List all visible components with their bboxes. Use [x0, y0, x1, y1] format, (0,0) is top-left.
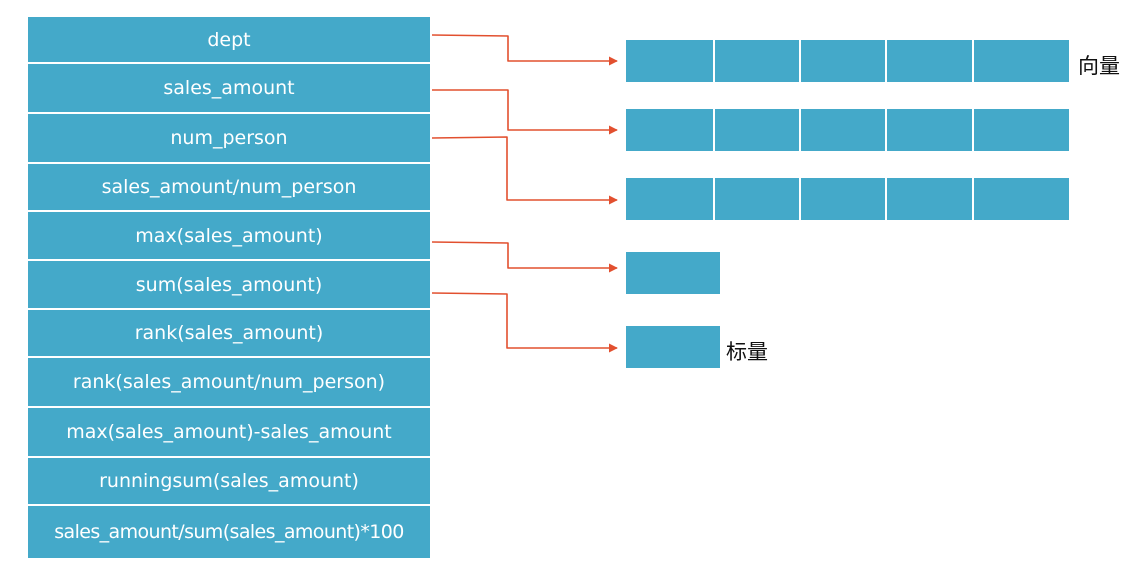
vector-cell	[974, 109, 1069, 151]
vector-cell	[887, 40, 972, 82]
vector-block-2	[626, 109, 1069, 151]
arrow-num-person-to-vector	[431, 136, 618, 205]
arrow-max-sales-to-scalar	[431, 241, 618, 273]
vector-block-1	[626, 40, 1069, 82]
vector-cell	[626, 109, 713, 151]
vector-cell	[801, 109, 885, 151]
scalar-block-1	[626, 252, 720, 294]
vector-cell	[974, 40, 1069, 82]
vector-cell	[801, 40, 885, 82]
expr-sales-amount: sales_amount	[28, 64, 430, 112]
expr-running-sum: runningsum(sales_amount)	[28, 458, 430, 504]
expr-sales-per-person: sales_amount/num_person	[28, 164, 430, 210]
scalar-label: 标量	[726, 340, 768, 364]
arrow-sales-amount-to-vector	[432, 89, 618, 135]
expr-max-minus-sales: max(sales_amount)-sales_amount	[28, 408, 430, 456]
vector-cell	[715, 109, 799, 151]
vector-cell	[715, 178, 799, 220]
expr-rank-sales: rank(sales_amount)	[28, 310, 430, 356]
vector-cell	[715, 40, 799, 82]
expression-list: dept sales_amount num_person sales_amoun…	[28, 17, 430, 558]
expr-num-person: num_person	[28, 114, 430, 162]
expr-rank-sales-per-person: rank(sales_amount/num_person)	[28, 358, 430, 406]
expr-max-sales: max(sales_amount)	[28, 212, 430, 259]
vector-cell	[626, 40, 713, 82]
vector-cell	[974, 178, 1069, 220]
arrow-dept-to-vector	[431, 34, 618, 66]
expr-sum-sales: sum(sales_amount)	[28, 261, 430, 308]
vector-cell	[887, 109, 972, 151]
vector-cell	[887, 178, 972, 220]
vector-label: 向量	[1078, 54, 1120, 78]
vector-cell	[801, 178, 885, 220]
vector-cell	[626, 178, 713, 220]
expr-sales-percent: sales_amount/sum(sales_amount)*100	[28, 506, 430, 558]
arrow-sum-sales-to-scalar	[431, 292, 618, 353]
scalar-block-2	[626, 326, 720, 368]
expr-dept: dept	[28, 17, 430, 62]
vector-block-3	[626, 178, 1069, 220]
